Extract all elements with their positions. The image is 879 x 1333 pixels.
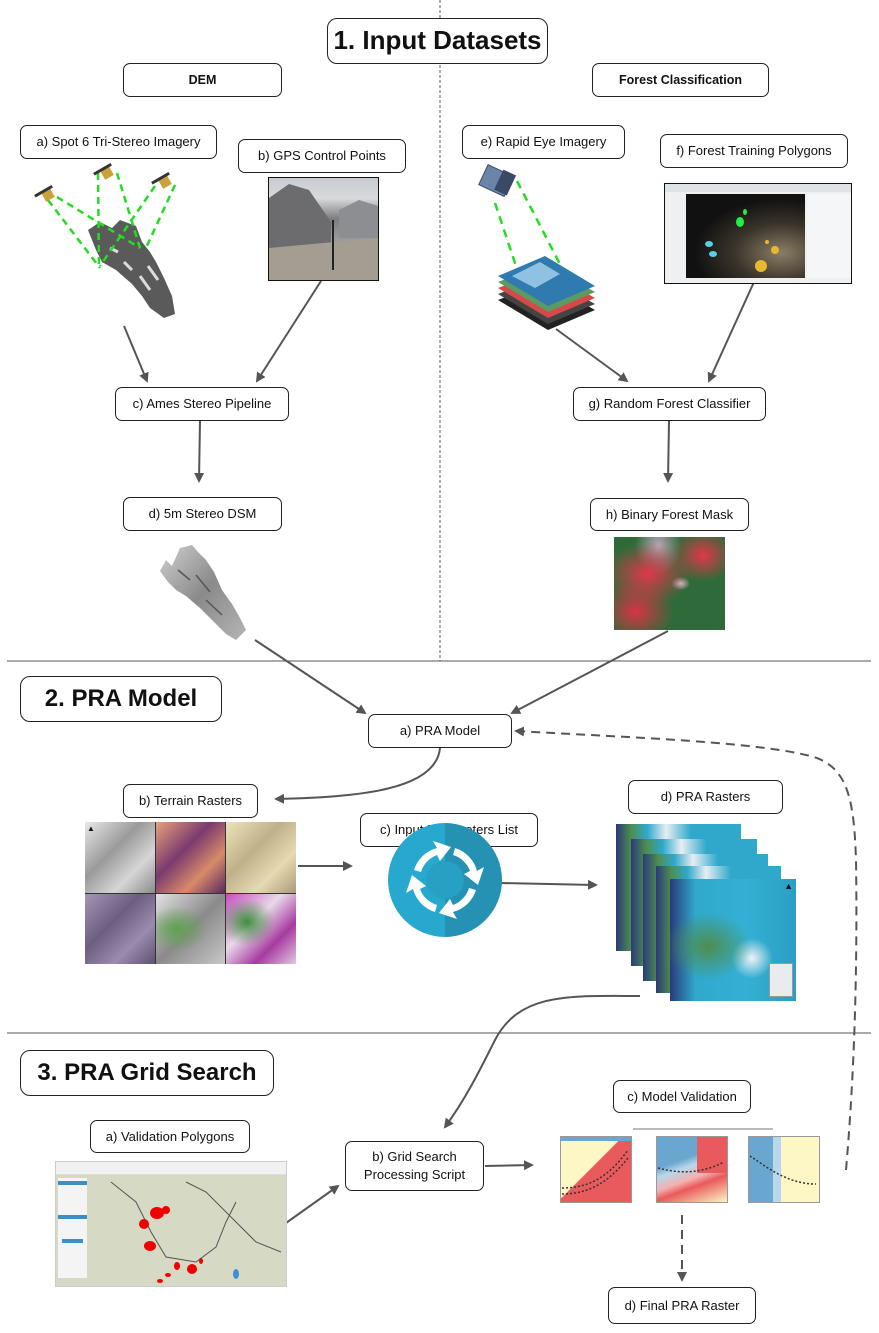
node-model-validation: c) Model Validation (613, 1080, 751, 1113)
browser-bar (56, 1162, 286, 1175)
feedback-loop-dashed (514, 726, 858, 1171)
validation-plot-curves (561, 1149, 817, 1195)
raster-roughness (226, 893, 296, 964)
grid-search-label-line1: b) Grid Search (372, 1149, 457, 1165)
raster-aspect (226, 822, 296, 893)
arrow-validation-to-gridsearch (285, 1184, 340, 1224)
node-pra-model[interactable]: a) PRA Model (368, 714, 512, 748)
map-canvas (686, 194, 805, 278)
arrow-pra-to-terrain (274, 747, 441, 804)
arrow-dsm-to-pra (254, 639, 367, 715)
group-header-forest-classification: Forest Classification (592, 63, 769, 97)
raster-forest-overlay (155, 893, 226, 964)
section-title-input-datasets: 1. Input Datasets (327, 18, 548, 64)
node-gps-control-points: b) GPS Control Points (238, 139, 406, 173)
node-spot6-imagery: a) Spot 6 Tri-Stereo Imagery (20, 125, 217, 159)
grid-search-label-line2: Processing Script (363, 1167, 466, 1182)
arrow-training-to-rf (707, 281, 755, 383)
validation-plot-panel (656, 1136, 728, 1203)
validation-polygons-screenshot (55, 1161, 287, 1287)
arrow-mask-to-pra (510, 630, 669, 714)
node-ames-stereo-pipeline: c) Ames Stereo Pipeline (115, 387, 289, 421)
pra-raster-layer-front: ▲ (670, 879, 796, 1001)
forest-training-screenshot (664, 183, 852, 284)
validation-plot-panel (748, 1136, 820, 1203)
validation-plot-panel (560, 1136, 632, 1203)
node-pra-rasters: d) PRA Rasters (628, 780, 783, 814)
validation-plot-title-bar (633, 1128, 773, 1130)
app-toolbar (665, 184, 851, 192)
arrow-ames-to-dsm (194, 420, 205, 483)
arrow-prarasters-to-gridsearch (443, 994, 641, 1129)
gps-field-photo (268, 177, 379, 281)
validation-map-features (110, 1181, 282, 1283)
arrow-gridsearch-to-validation (484, 1160, 534, 1171)
node-input-parameters-list: c) Input Parameters List (360, 813, 538, 847)
node-stereo-dsm: d) 5m Stereo DSM (123, 497, 282, 531)
node-binary-forest-mask: h) Binary Forest Mask (590, 498, 749, 531)
model-validation-plots (548, 1128, 844, 1206)
section-title-pra-model: 2. PRA Model (20, 676, 222, 722)
node-random-forest-classifier: g) Random Forest Classifier (573, 387, 766, 421)
arrow-params-to-prarasters (499, 879, 598, 890)
raster-slope (155, 822, 226, 893)
raster-curvature (85, 893, 155, 964)
terrain-rasters-grid: ▲ (85, 822, 296, 964)
binary-forest-mask-image (614, 537, 725, 630)
node-grid-search-script[interactable]: b) Grid Search Processing Script (345, 1141, 484, 1191)
arrow-stack-to-rf (555, 328, 629, 383)
node-rapid-eye-imagery: e) Rapid Eye Imagery (462, 125, 625, 159)
node-final-pra-raster: d) Final PRA Raster (608, 1287, 756, 1324)
training-polygons (705, 209, 779, 272)
pra-legend (769, 963, 793, 997)
raster-hillshade: ▲ (85, 822, 155, 893)
node-forest-training-polygons: f) Forest Training Polygons (660, 134, 848, 168)
arrow-spot6-to-ames (123, 325, 149, 383)
node-terrain-rasters: b) Terrain Rasters (123, 784, 258, 818)
pra-rasters-stack: ▲ (616, 824, 796, 1004)
section-title-pra-grid-search: 3. PRA Grid Search (20, 1050, 274, 1096)
node-validation-polygons: a) Validation Polygons (90, 1120, 250, 1153)
mountain-photo-shapes (269, 184, 378, 280)
arrow-gps-to-ames (255, 280, 322, 383)
group-header-dem: DEM (123, 63, 282, 97)
north-arrow-icon: ▲ (784, 881, 793, 891)
north-arrow-icon: ▲ (87, 824, 95, 833)
app-side-panel (807, 194, 851, 278)
arrow-rf-to-mask (663, 420, 674, 483)
map-side-panel (58, 1178, 87, 1278)
